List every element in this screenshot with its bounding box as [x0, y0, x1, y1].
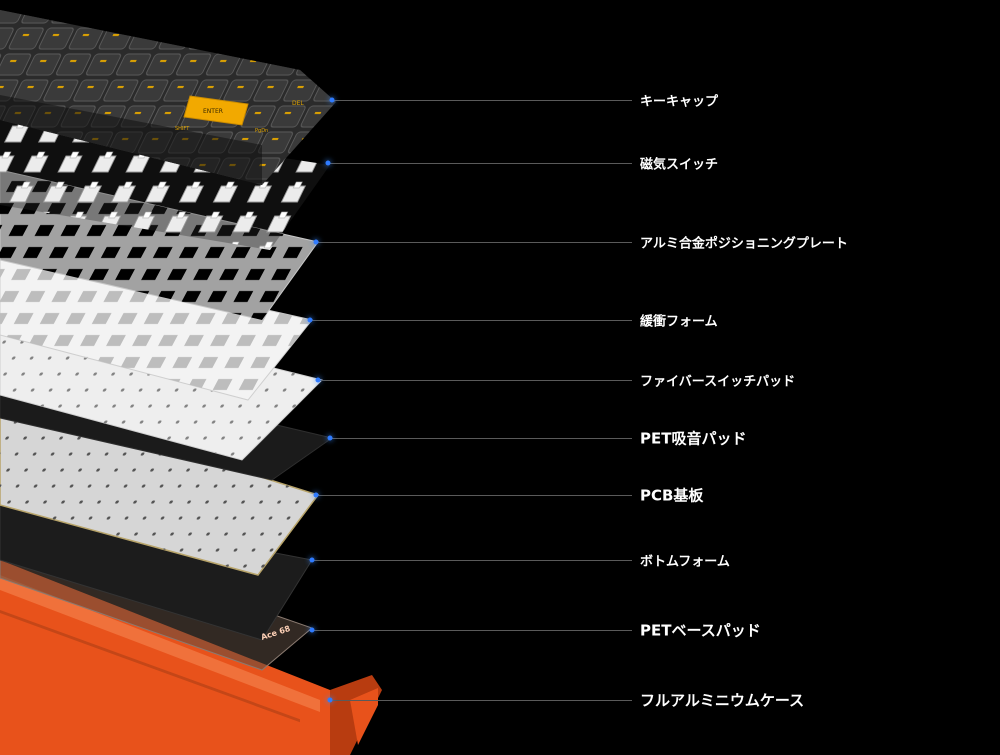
- leader-line: [318, 380, 632, 381]
- layer-label-plate: アルミ合金ポジショニングプレート: [640, 236, 848, 252]
- leader-line: [312, 630, 632, 631]
- layer-label-keycaps: キーキャップ: [640, 94, 719, 110]
- layer-label-pcb: PCB基板: [640, 486, 704, 505]
- layer-label-pet-sound-pad: PET吸音パッド: [640, 429, 747, 448]
- leader-line: [310, 320, 632, 321]
- enter-key-legend: ENTER: [203, 108, 223, 115]
- leader-line: [330, 438, 632, 439]
- magnetic-switches: [0, 115, 330, 250]
- shift-key-legend: SHIFT: [175, 126, 190, 132]
- callout-dot: [313, 239, 319, 245]
- layer-label-fiber-pad: ファイバースイッチパッド: [640, 374, 796, 390]
- pgdn-key-legend: PgDn: [255, 128, 268, 134]
- layer-label-buffer-foam: 緩衝フォーム: [640, 314, 718, 330]
- layer-label-bottom-foam: ボトムフォーム: [640, 554, 730, 570]
- del-key-legend: DEL: [292, 100, 304, 107]
- callout-dot: [307, 317, 313, 323]
- aluminium-case: [0, 560, 382, 755]
- leader-line: [316, 495, 632, 496]
- enter-key: [183, 95, 249, 126]
- layer-label-switches: 磁気スイッチ: [640, 157, 719, 173]
- callout-dot: [327, 697, 333, 703]
- callout-dot: [309, 557, 315, 563]
- leader-line: [330, 700, 632, 701]
- leader-line: [316, 242, 632, 243]
- callout-dot: [329, 97, 335, 103]
- layer-label-pet-base-pad: PETベースパッド: [640, 621, 761, 640]
- callout-dot: [309, 627, 315, 633]
- callout-dot: [327, 435, 333, 441]
- callout-dot: [313, 492, 319, 498]
- callout-dot: [315, 377, 321, 383]
- layer-label-aluminium-case: フルアルミニウムケース: [640, 691, 805, 710]
- leader-line: [328, 163, 632, 164]
- leader-line: [332, 100, 632, 101]
- keycaps: ENTER DEL SHIFT PgDn: [0, 10, 336, 185]
- callout-dot: [325, 160, 331, 166]
- leader-line: [312, 560, 632, 561]
